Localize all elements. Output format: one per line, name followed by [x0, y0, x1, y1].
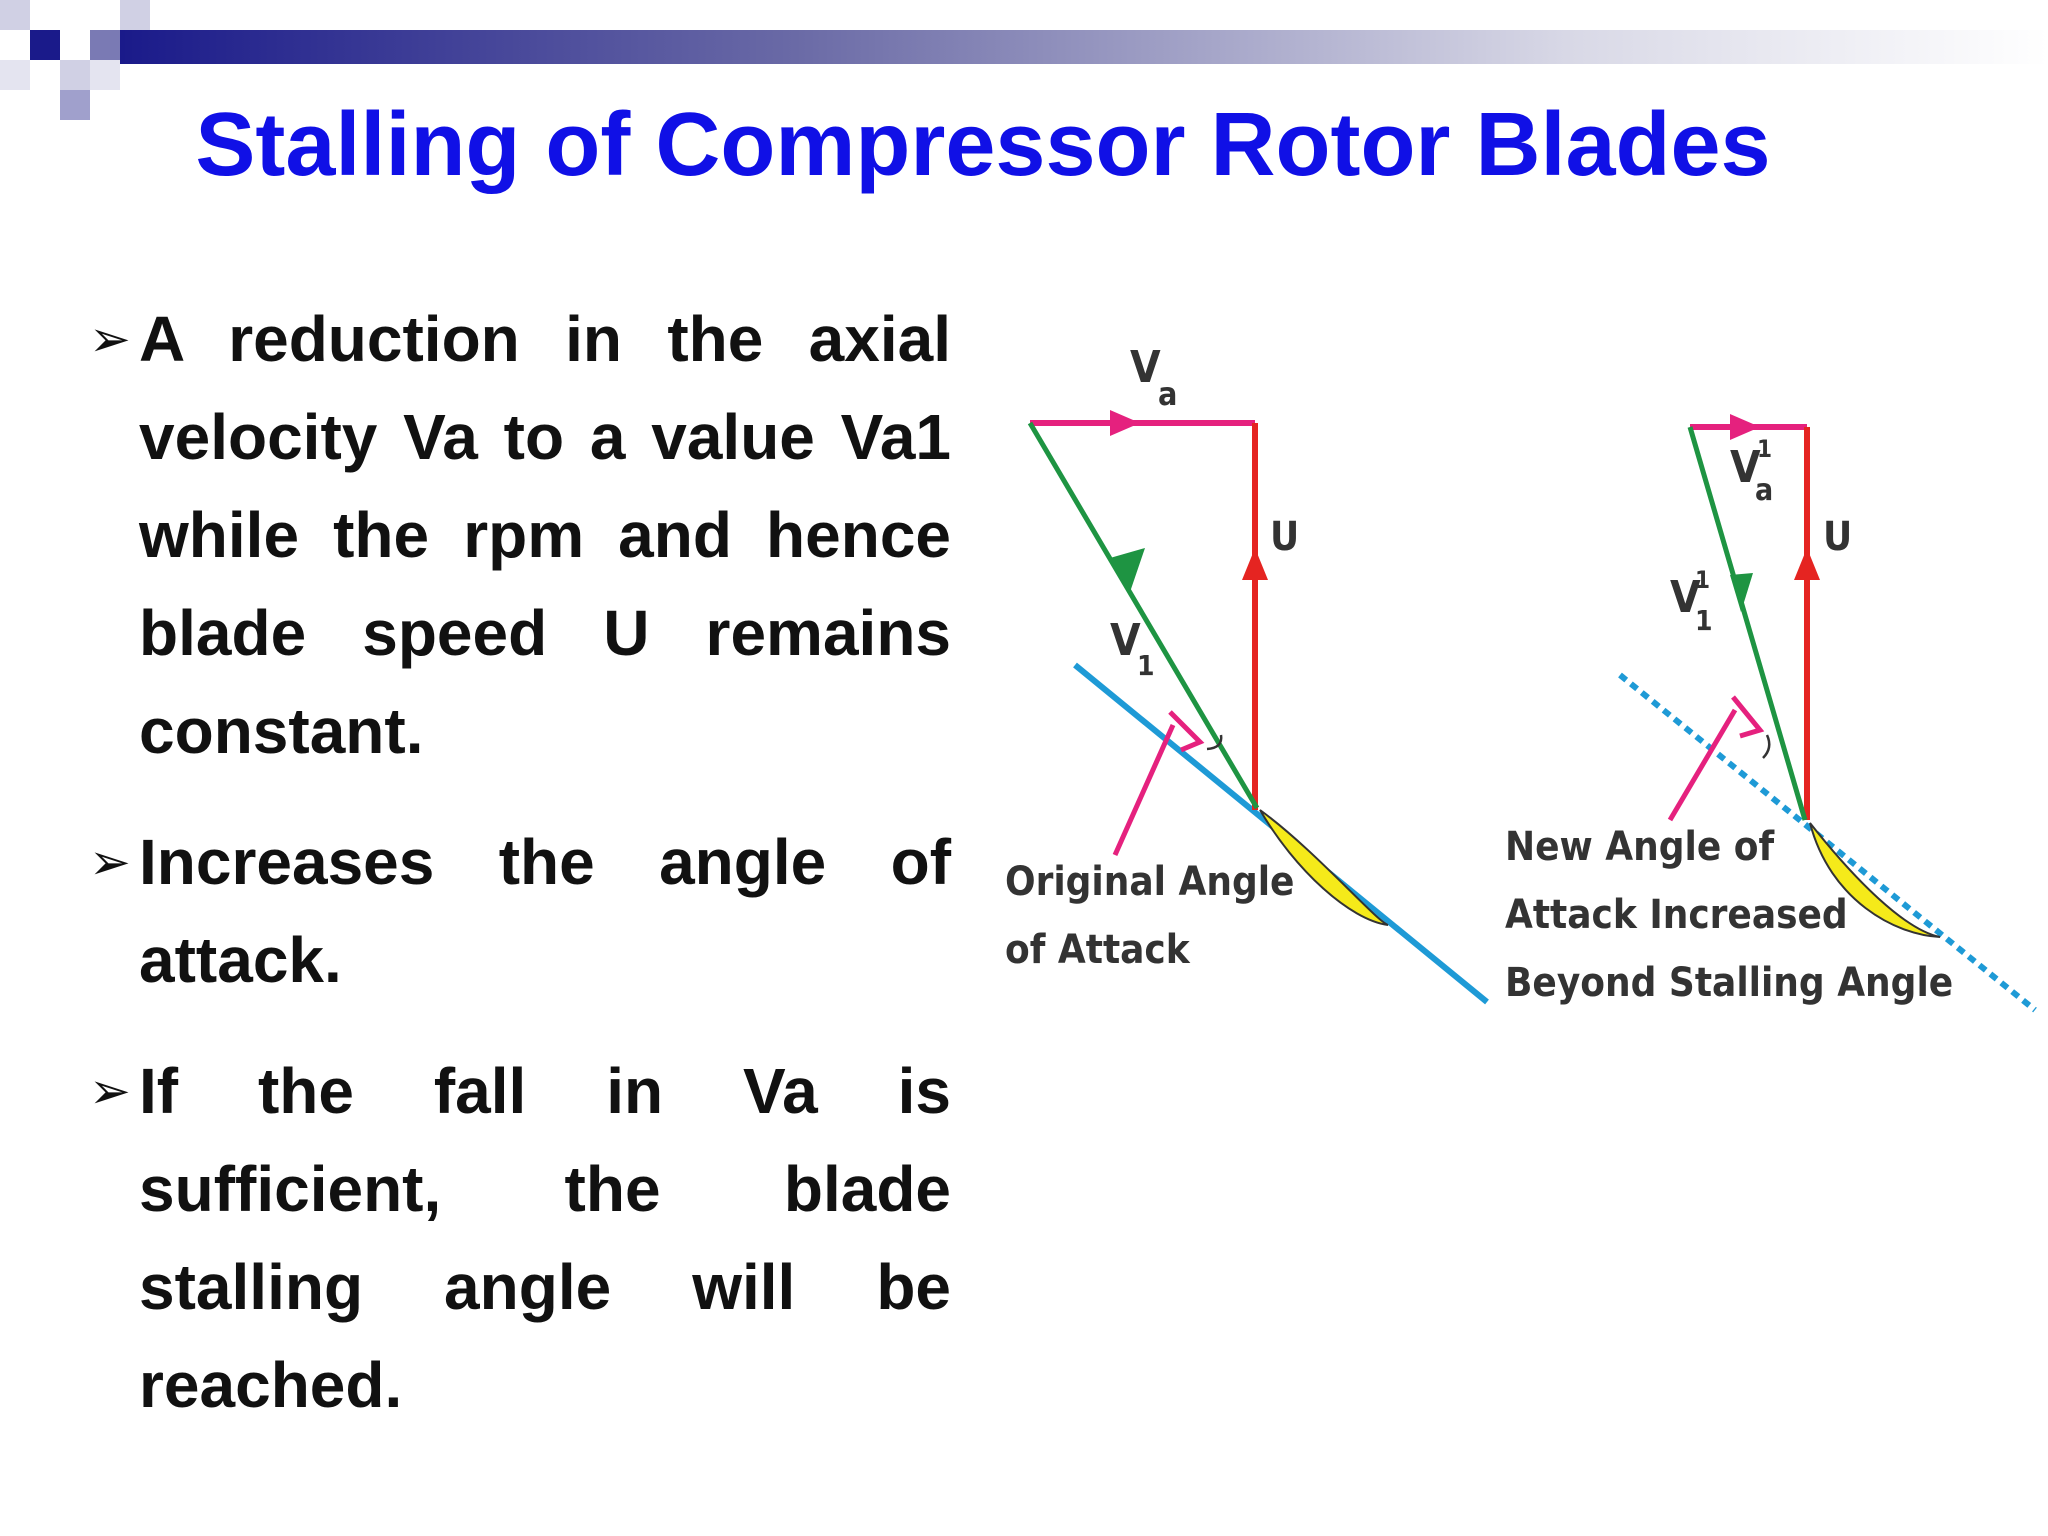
- caption-right-line3: Beyond Stalling Angle: [1505, 960, 1953, 1006]
- bullet-text: If the fall in Va is sufficient, the bla…: [139, 1055, 951, 1421]
- bullet-text: A reduction in the axial velocity Va to …: [139, 303, 951, 767]
- slide-title: Stalling of Compressor Rotor Blades: [195, 95, 1771, 195]
- header-square: [60, 90, 90, 120]
- axial-arrowhead-right: [1730, 414, 1760, 440]
- bullet-item: ➢ If the fall in Va is sufficient, the b…: [89, 1042, 951, 1434]
- chord-line-right: [1618, 672, 2037, 1013]
- header-decoration: [0, 0, 2048, 120]
- relative-velocity-subscript-left: 1: [1137, 649, 1155, 682]
- header-gradient-bar: [120, 30, 2048, 64]
- angle-arc-left: [1206, 734, 1223, 751]
- caption-right-line2: Attack Increased: [1505, 892, 1848, 938]
- angle-pointer-right: [1667, 708, 1738, 822]
- arrow-bullet-icon: ➢: [89, 833, 131, 891]
- axial-arrowhead-left: [1110, 410, 1140, 436]
- right-velocity-triangle: V a 1 U V 1 1 New Angle of Attack Increa…: [1505, 414, 2037, 1013]
- caption-right-line1: New Angle of: [1505, 824, 1775, 870]
- relative-velocity-arrow-left: [1027, 421, 1260, 810]
- blade-speed-label-right: U: [1823, 514, 1852, 560]
- relative-velocity-label-left: V: [1110, 615, 1141, 666]
- header-square: [30, 30, 60, 60]
- axial-velocity-label-left: V: [1130, 342, 1161, 393]
- blade-left: [1259, 809, 1389, 926]
- caption-left-line2: of Attack: [1005, 927, 1191, 973]
- header-square: [120, 0, 150, 30]
- angle-arc-right: [1762, 734, 1771, 759]
- header-square: [60, 60, 90, 90]
- header-square: [0, 0, 30, 30]
- angle-pointer-head-right: [1731, 695, 1765, 739]
- arrow-bullet-icon: ➢: [89, 310, 131, 368]
- axial-velocity-superscript-right: 1: [1757, 435, 1772, 463]
- relative-arrowhead-left: [1110, 548, 1145, 592]
- relative-velocity-superscript-right: 1: [1695, 566, 1710, 594]
- header-square: [90, 30, 120, 60]
- bullet-list: ➢ A reduction in the axial velocity Va t…: [89, 290, 951, 1467]
- header-square: [0, 60, 30, 90]
- axial-velocity-label-right: V: [1730, 442, 1761, 493]
- axial-velocity-subscript-left: a: [1158, 375, 1177, 413]
- caption-left-line1: Original Angle: [1005, 859, 1294, 905]
- axial-velocity-subscript-right: a: [1755, 473, 1773, 508]
- velocity-triangle-diagram: V a U V 1 Original Angle of Attack V a 1…: [1005, 342, 2037, 1013]
- blade-right: [1809, 822, 1941, 938]
- relative-velocity-arrow-right: [1687, 426, 1808, 821]
- angle-pointer-head-left: [1168, 710, 1205, 753]
- relative-velocity-label-right: V: [1670, 572, 1701, 623]
- relative-velocity-subscript-right: 1: [1695, 604, 1713, 637]
- blade-speed-arrowhead-right: [1794, 548, 1820, 580]
- bullet-item: ➢ A reduction in the axial velocity Va t…: [89, 290, 951, 780]
- blade-speed-label-left: U: [1270, 514, 1299, 560]
- bullet-item: ➢ Increases the angle of attack.: [89, 813, 951, 1009]
- angle-pointer-left: [1112, 723, 1176, 857]
- blade-speed-arrowhead-left: [1242, 548, 1268, 580]
- left-velocity-triangle: V a U V 1 Original Angle of Attack: [1005, 342, 1489, 1005]
- arrow-bullet-icon: ➢: [89, 1062, 131, 1120]
- header-square: [90, 60, 120, 90]
- relative-arrowhead-right: [1730, 573, 1753, 612]
- bullet-text: Increases the angle of attack.: [139, 826, 951, 996]
